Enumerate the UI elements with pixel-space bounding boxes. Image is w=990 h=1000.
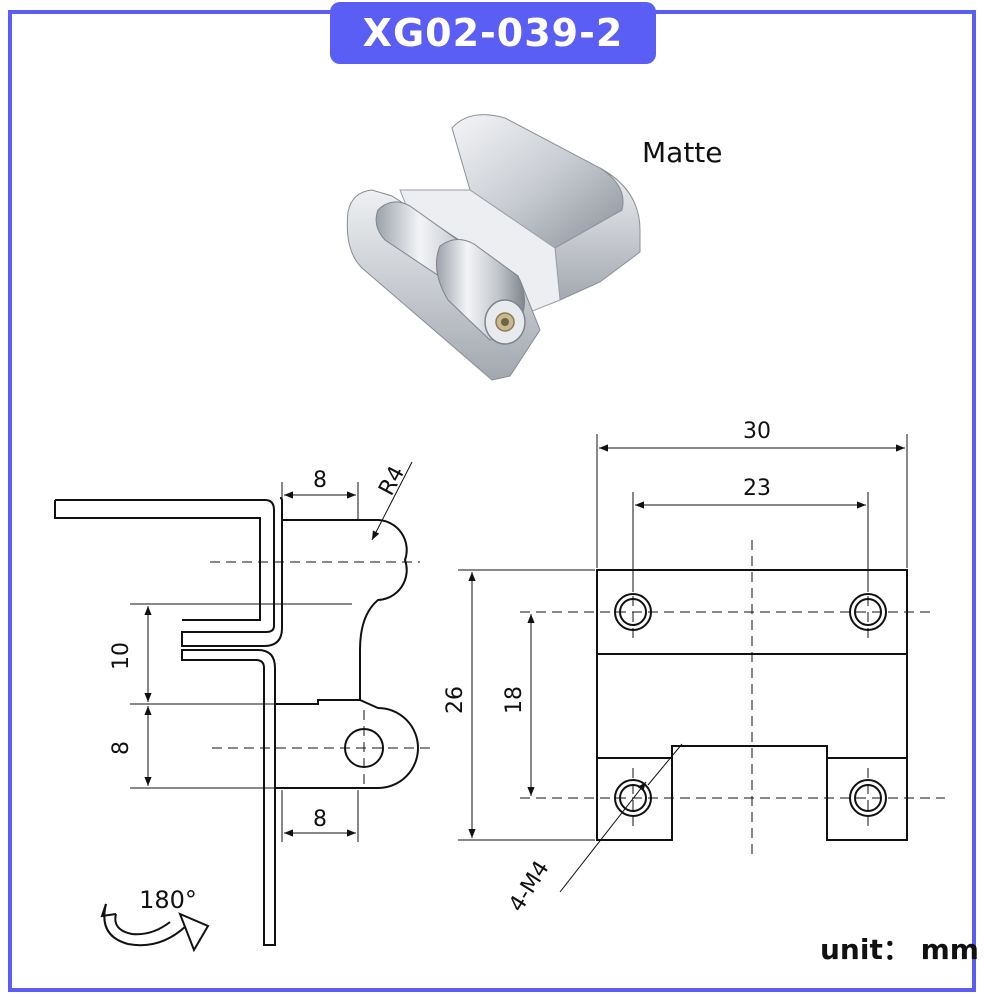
front-dimensions: [458, 434, 908, 893]
front-centerlines: [520, 540, 945, 860]
model-title: XG02-039-2: [330, 2, 656, 64]
rotation-180-icon: [100, 903, 210, 953]
unit-label: unit： mm: [820, 933, 979, 966]
dim-side-bottom-width: 8: [313, 807, 327, 832]
side-knuckle-lower: [275, 699, 419, 789]
dim-side-top-width: 8: [313, 468, 327, 493]
dim-front-hole-spacing-x: 23: [743, 476, 771, 501]
dim-front-thread: 4-M4: [504, 857, 554, 917]
dim-front-overall-width: 30: [743, 419, 771, 444]
dim-front-hole-spacing-y: 18: [502, 686, 527, 714]
rotation-label: 180°: [139, 886, 197, 914]
side-view: [54, 497, 419, 946]
dim-side-lower-height: 8: [109, 741, 134, 755]
side-leaf-top: [54, 497, 283, 647]
side-leaf-lower: [181, 649, 276, 946]
side-centerlines: [210, 561, 430, 790]
dim-side-bend-radius: R4: [374, 462, 410, 500]
finish-label: Matte: [642, 136, 723, 169]
front-outline: [596, 569, 908, 841]
dim-front-overall-height: 26: [443, 686, 468, 714]
side-knuckle-upper: [282, 519, 408, 700]
dim-side-gap-height: 10: [109, 642, 134, 670]
side-dimensions: [130, 461, 413, 842]
hinge-product-image: [346, 114, 641, 381]
